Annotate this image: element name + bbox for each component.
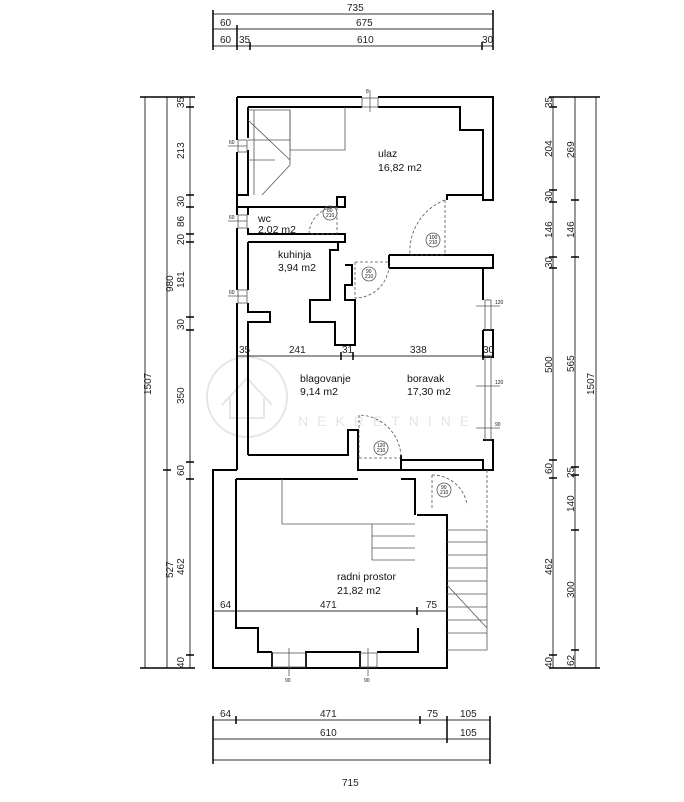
room-area-wc: 2,02 m2 — [258, 224, 296, 236]
door-width: 100 — [429, 235, 438, 241]
room-name-boravak: boravak — [407, 373, 445, 385]
dim-label: 1507 — [143, 372, 154, 395]
dim-label: 1507 — [586, 372, 597, 395]
windows: 8 60 60 60 120 120 90 90 90 — [228, 89, 504, 684]
door-height: 210 — [440, 490, 449, 496]
door-width: 80 — [327, 208, 333, 214]
dim-label: 213 — [176, 142, 187, 159]
dim-label: 146 — [566, 221, 577, 238]
window-label: 60 — [229, 215, 235, 221]
dim-label: 610 — [320, 728, 337, 739]
dim-label: 30 — [176, 195, 187, 207]
dim-label: 338 — [410, 345, 427, 356]
dim-label: 60 — [220, 35, 232, 46]
dim-label: 269 — [566, 141, 577, 158]
dim-label: 60 — [220, 18, 232, 29]
dim-label: 30 — [482, 35, 494, 46]
dim-label: 715 — [342, 778, 359, 789]
room-area-radni-prostor: 21,82 m2 — [337, 585, 381, 597]
room-name-ulaz: ulaz — [378, 148, 397, 160]
dim-label: 40 — [176, 656, 187, 668]
dim-label: 20 — [176, 233, 187, 245]
dim-label: 30 — [544, 190, 555, 202]
dim-label: 60 — [176, 464, 187, 476]
window-label: 120 — [495, 380, 504, 386]
dim-label: 204 — [544, 140, 555, 157]
door-height: 210 — [326, 213, 335, 219]
window-label: 120 — [495, 300, 504, 306]
dim-label: 35 — [544, 96, 555, 108]
dim-label: 105 — [460, 728, 477, 739]
room-area-boravak: 17,30 m2 — [407, 386, 451, 398]
door-width: 90 — [366, 269, 372, 275]
dim-label: 735 — [347, 3, 364, 14]
watermark-text: NEKRETNINE — [298, 413, 478, 429]
dim-label: 140 — [566, 495, 577, 512]
dim-label: 35 — [176, 96, 187, 108]
dim-label: 527 — [165, 561, 176, 578]
room-labels: ulaz 16,82 m2 wc 2,02 m2 kuhinja 3,94 m2… — [257, 148, 451, 597]
dim-label: 565 — [566, 355, 577, 372]
dim-label: 181 — [176, 271, 187, 288]
door-height: 210 — [365, 274, 374, 280]
dim-label: 62 — [566, 654, 577, 666]
window-label: 60 — [229, 290, 235, 296]
staircase-upper — [247, 107, 346, 196]
top-dimensions: 735 60 675 60 35 610 30 — [212, 3, 494, 50]
dim-label: 300 — [566, 581, 577, 598]
right-dimensions: 35 204 30 146 30 500 60 462 40 269 146 5… — [544, 96, 600, 669]
window-label: 90 — [285, 678, 291, 684]
dim-label: 105 — [460, 709, 477, 720]
dim-label: 462 — [544, 558, 555, 575]
bottom-dimensions: 64 471 75 105 610 105 715 — [212, 709, 491, 789]
dim-label: 146 — [544, 221, 555, 238]
dim-label: 35 — [239, 345, 251, 356]
window-label: 90 — [364, 678, 370, 684]
dim-label: 64 — [220, 709, 232, 720]
dim-label: 86 — [176, 215, 187, 227]
room-area-ulaz: 16,82 m2 — [378, 162, 422, 174]
dim-label: 462 — [176, 558, 187, 575]
dim-label: 60 — [544, 462, 555, 474]
interior-dimensions: 35 241 31 338 30 64 471 75 — [212, 345, 495, 615]
dim-label: 31 — [342, 345, 354, 356]
dim-label: 471 — [320, 600, 337, 611]
dim-label: 675 — [356, 18, 373, 29]
door-width: 90 — [441, 485, 447, 491]
window-label: 90 — [495, 422, 501, 428]
dim-label: 35 — [239, 35, 251, 46]
staircase-lower — [281, 470, 488, 651]
dim-label: 471 — [320, 709, 337, 720]
door-height: 210 — [377, 448, 386, 454]
left-dimensions: 1507 980 527 35 213 30 86 20 181 30 350 … — [140, 96, 195, 669]
dim-label: 30 — [176, 318, 187, 330]
window-label: 8 — [366, 89, 369, 95]
room-name-radni-prostor: radni prostor — [337, 571, 396, 583]
dim-label: 64 — [220, 600, 232, 611]
doors: 80 210 100 210 90 210 120 210 90 210 — [308, 199, 468, 510]
room-name-blagovanje: blagovanje — [300, 373, 351, 385]
dim-label: 40 — [544, 656, 555, 668]
dim-label: 25 — [566, 466, 577, 478]
dim-label: 30 — [544, 256, 555, 268]
window-label: 60 — [229, 140, 235, 146]
room-area-kuhinja: 3,94 m2 — [278, 262, 316, 274]
dim-label: 241 — [289, 345, 306, 356]
door-height: 210 — [429, 240, 438, 246]
dim-label: 980 — [165, 275, 176, 292]
door-width: 120 — [377, 443, 386, 449]
dim-label: 30 — [483, 345, 495, 356]
dim-label: 500 — [544, 356, 555, 373]
room-name-kuhinja: kuhinja — [278, 249, 311, 261]
dim-label: 75 — [426, 600, 438, 611]
dim-label: 75 — [427, 709, 439, 720]
room-name-wc: wc — [257, 213, 271, 225]
room-area-blagovanje: 9,14 m2 — [300, 386, 338, 398]
dim-label: 350 — [176, 387, 187, 404]
dim-label: 610 — [357, 35, 374, 46]
